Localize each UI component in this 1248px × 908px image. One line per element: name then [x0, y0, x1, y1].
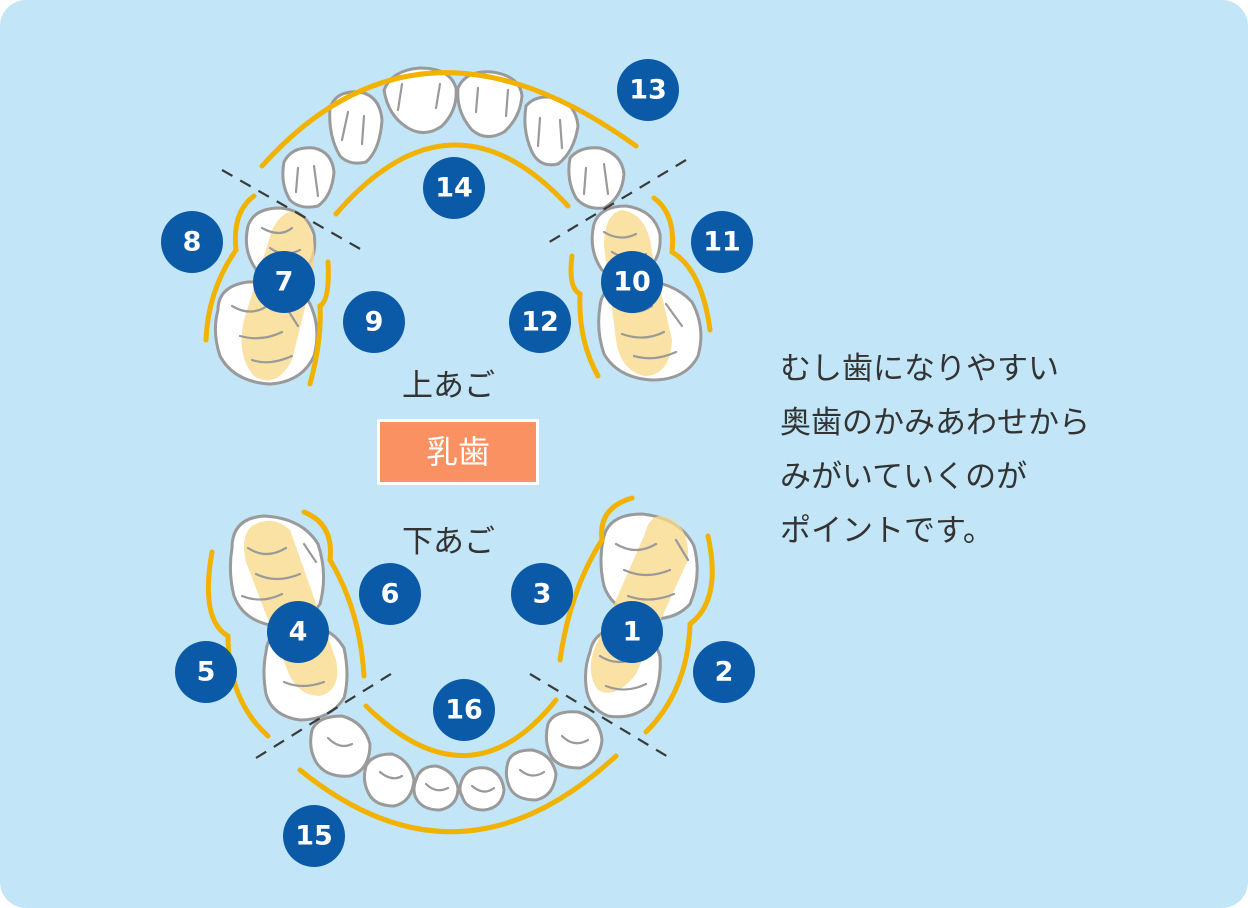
- svg-text:10: 10: [613, 267, 651, 298]
- upper-left-divider: [221, 169, 363, 251]
- lower-left-outer-arc: [205, 549, 271, 739]
- upper-left-outer-arc: [203, 193, 257, 343]
- upper-front-teeth: [281, 66, 626, 210]
- note-line: みがいていくのが: [780, 459, 1028, 495]
- marker-15: 15: [283, 805, 345, 867]
- marker-1: 1: [601, 601, 663, 663]
- upper-right-divider: [545, 159, 687, 245]
- marker-2: 2: [693, 641, 755, 703]
- lower-front-outer-arc: [297, 753, 619, 835]
- marker-14: 14: [423, 157, 485, 219]
- svg-text:14: 14: [435, 173, 473, 204]
- marker-9: 9: [343, 291, 405, 353]
- note-line: むし歯になりやすい: [780, 351, 1059, 387]
- upper-right-outer-arc: [651, 195, 713, 333]
- lower-right-divider: [529, 673, 671, 759]
- upper-front-inner-arc: [333, 142, 571, 217]
- svg-text:12: 12: [521, 307, 559, 338]
- marker-10: 10: [601, 251, 663, 313]
- upper-jaw: [203, 66, 713, 387]
- lower-jaw-label: 下あご: [402, 524, 495, 560]
- svg-text:13: 13: [629, 75, 667, 106]
- svg-text:2: 2: [715, 657, 734, 688]
- lower-left-divider: [255, 671, 395, 759]
- lower-right-outer-arc: [643, 533, 715, 735]
- svg-text:11: 11: [703, 227, 741, 258]
- marker-7: 7: [253, 251, 315, 313]
- marker-13: 13: [617, 59, 679, 121]
- svg-text:1: 1: [623, 617, 642, 648]
- marker-6: 6: [359, 563, 421, 625]
- upper-front-outer-arc: [259, 70, 639, 169]
- lower-front-teeth: [309, 710, 604, 812]
- marker-5: 5: [175, 641, 237, 703]
- svg-text:15: 15: [295, 821, 333, 852]
- marker-16: 16: [433, 679, 495, 741]
- upper-right-inner-arc: [568, 253, 601, 379]
- number-markers: 1 2 3 4 5 6 7 8 9 10 11 12 13 14 15 16: [161, 59, 755, 867]
- svg-text:4: 4: [289, 617, 308, 648]
- primary-teeth-badge: 乳歯: [377, 419, 539, 485]
- note-line: 奥歯のかみあわせから: [780, 405, 1090, 441]
- svg-text:3: 3: [533, 579, 552, 610]
- svg-text:5: 5: [197, 657, 216, 688]
- note-line: ポイントです。: [780, 513, 994, 549]
- marker-12: 12: [509, 291, 571, 353]
- svg-text:9: 9: [365, 307, 384, 338]
- upper-left-inner-arc: [307, 259, 331, 387]
- brushing-tip-note: むし歯になりやすい 奥歯のかみあわせから みがいていくのが ポイントです。: [780, 342, 1220, 558]
- svg-text:6: 6: [381, 579, 400, 610]
- upper-jaw-label: 上あご: [402, 368, 495, 404]
- marker-4: 4: [267, 601, 329, 663]
- lower-left-inner-arc: [301, 509, 367, 679]
- svg-text:16: 16: [445, 695, 483, 726]
- svg-text:8: 8: [183, 227, 202, 258]
- lower-front-inner-arc: [363, 697, 559, 758]
- marker-3: 3: [511, 563, 573, 625]
- marker-11: 11: [691, 211, 753, 273]
- lower-right-inner-arc: [557, 495, 635, 663]
- svg-text:7: 7: [275, 267, 294, 298]
- marker-8: 8: [161, 211, 223, 273]
